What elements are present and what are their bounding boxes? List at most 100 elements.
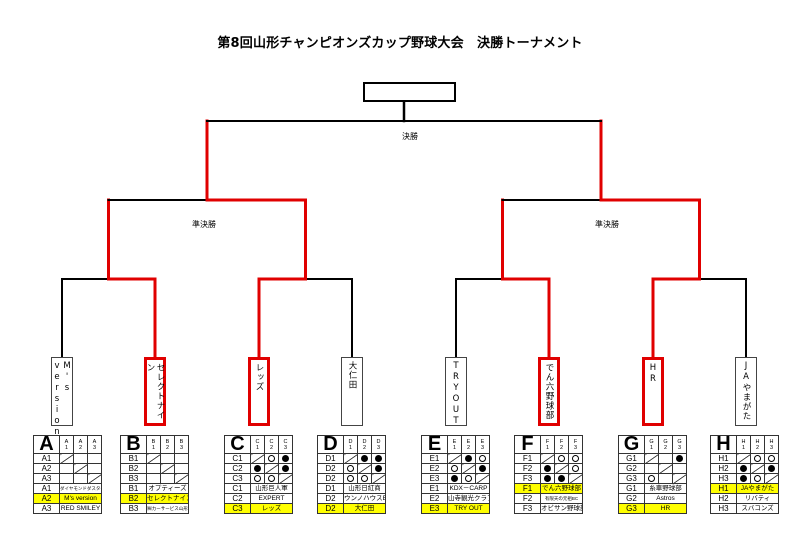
- row-label: G3: [618, 473, 645, 484]
- result-row: C1: [224, 453, 293, 464]
- loss-dot-icon: [375, 465, 382, 473]
- team-id: C3: [224, 503, 251, 514]
- row-label: D1: [317, 453, 344, 464]
- diagonal-cell: [736, 453, 751, 464]
- loss-dot-icon: [544, 465, 551, 473]
- team-id: C2: [224, 493, 251, 504]
- row-label: C1: [224, 453, 251, 464]
- entrant-box-G: HR: [642, 357, 664, 426]
- final-label: 決勝: [402, 132, 418, 141]
- result-row: H3: [710, 473, 779, 484]
- result-row: C2: [224, 463, 293, 474]
- result-cell: [73, 453, 88, 464]
- row-label: F2: [514, 463, 541, 474]
- entrant-box-B: セレクトナイン: [144, 357, 166, 426]
- diagonal-cell: [59, 453, 74, 464]
- result-cell: [371, 463, 386, 474]
- team-name: M's version: [59, 493, 102, 504]
- result-cell: [357, 473, 372, 484]
- win-circle-icon: [754, 455, 761, 463]
- diagonal-cell: [540, 453, 555, 464]
- result-cell: [475, 453, 490, 464]
- group-letter: A: [33, 435, 60, 454]
- loss-dot-icon: [282, 465, 289, 473]
- row-label: B2: [120, 463, 147, 474]
- team-id: C1: [224, 483, 251, 494]
- row-label: B3: [120, 473, 147, 484]
- team-id: B1: [120, 483, 147, 494]
- loss-dot-icon: [282, 455, 289, 463]
- result-cell: [146, 463, 161, 474]
- win-circle-icon: [254, 475, 261, 483]
- team-id: F2: [514, 493, 541, 504]
- team-id: E1: [421, 483, 448, 494]
- result-cell: [461, 453, 476, 464]
- win-circle-icon: [268, 455, 275, 463]
- result-cell: [554, 473, 569, 484]
- result-row: G2: [618, 463, 687, 474]
- result-cell: [87, 453, 102, 464]
- team-row: D2ウンノハウスBC: [317, 493, 386, 504]
- entrant-name: 大仁田: [347, 361, 357, 390]
- team-name: HR: [644, 503, 687, 514]
- team-name: 有限天の元祖BC: [540, 493, 583, 504]
- diagonal-cell: [644, 453, 659, 464]
- diagonal-cell: [371, 473, 386, 484]
- team-name: JAやまがた: [736, 483, 779, 494]
- win-circle-icon: [465, 475, 472, 483]
- result-cell: [540, 463, 555, 474]
- result-cell: [73, 473, 88, 484]
- diagonal-cell: [343, 453, 358, 464]
- team-id: H1: [710, 483, 737, 494]
- result-cell: [540, 473, 555, 484]
- row-label: C2: [224, 463, 251, 474]
- result-row: D2: [317, 463, 386, 474]
- semifinal-left-label: 準決勝: [192, 220, 216, 229]
- team-id: G2: [618, 493, 645, 504]
- loss-dot-icon: [361, 455, 368, 463]
- result-row: A3: [33, 473, 102, 484]
- diagonal-cell: [146, 453, 161, 464]
- result-cell: [264, 453, 279, 464]
- result-cell: [278, 453, 293, 464]
- row-label: A1: [33, 453, 60, 464]
- result-cell: [146, 473, 161, 484]
- row-label: H3: [710, 473, 737, 484]
- result-row: G1: [618, 453, 687, 464]
- loss-dot-icon: [676, 455, 683, 463]
- diagonal-cell: [750, 463, 765, 474]
- diagonal-cell: [461, 463, 476, 474]
- row-label: H2: [710, 463, 737, 474]
- row-label: F1: [514, 453, 541, 464]
- loss-dot-icon: [558, 475, 565, 483]
- result-cell: [343, 463, 358, 474]
- result-cell: [750, 453, 765, 464]
- win-circle-icon: [754, 475, 761, 483]
- win-circle-icon: [572, 455, 579, 463]
- result-row: D1: [317, 453, 386, 464]
- entrant-box-H: JAやまがた: [735, 357, 757, 426]
- loss-dot-icon: [254, 465, 261, 473]
- loss-dot-icon: [740, 475, 747, 483]
- row-label: C3: [224, 473, 251, 484]
- team-id: A2: [33, 493, 60, 504]
- group-letter: D: [317, 435, 344, 454]
- diagonal-cell: [264, 463, 279, 474]
